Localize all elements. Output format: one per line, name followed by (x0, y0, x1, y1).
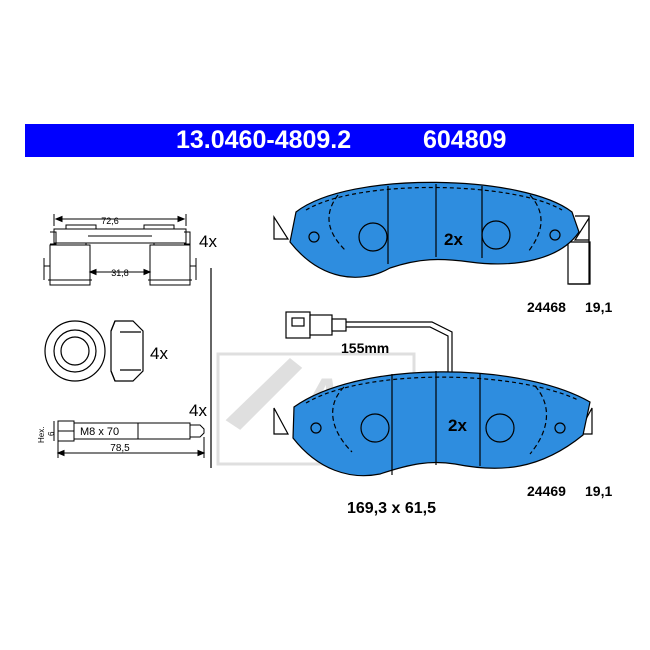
pad-bottom-thickness: 19,1 (585, 483, 612, 499)
part-number: 13.0460-4809.2 (176, 126, 352, 154)
wear-sensor-drawing (285, 311, 453, 372)
pad-top-thickness: 19,1 (585, 299, 612, 315)
pad-dimensions: 169,3 x 61,5 (347, 500, 436, 517)
cap-quantity: 4x (150, 344, 168, 363)
bolt-hex-size: 6 (47, 431, 56, 436)
brake-pad-top (273, 181, 591, 285)
clip-quantity: 4x (199, 232, 217, 251)
pad-top-code: 24468 (527, 299, 566, 315)
bolt-thread: M8 x 70 (80, 426, 119, 438)
brake-pad-bottom (273, 371, 593, 477)
bolt-quantity: 4x (189, 401, 207, 420)
part-header: 13.0460-4809.2 604809 (25, 124, 634, 157)
reference-number: 604809 (423, 126, 507, 154)
pad-bottom-code: 24469 (527, 483, 566, 499)
pad-bottom-quantity: 2x (448, 416, 467, 435)
clip-width-dimension: 72,6 (101, 216, 119, 226)
cap-drawing (44, 320, 144, 382)
clip-inner-dimension: 31,8 (111, 268, 129, 278)
bolt-length: 78,5 (110, 443, 130, 454)
bolt-drawing (53, 420, 206, 458)
sensor-length: 155mm (341, 340, 389, 356)
bolt-hex-label: Hex. (37, 427, 46, 443)
pad-top-quantity: 2x (444, 230, 463, 249)
clip-drawing (43, 214, 197, 286)
